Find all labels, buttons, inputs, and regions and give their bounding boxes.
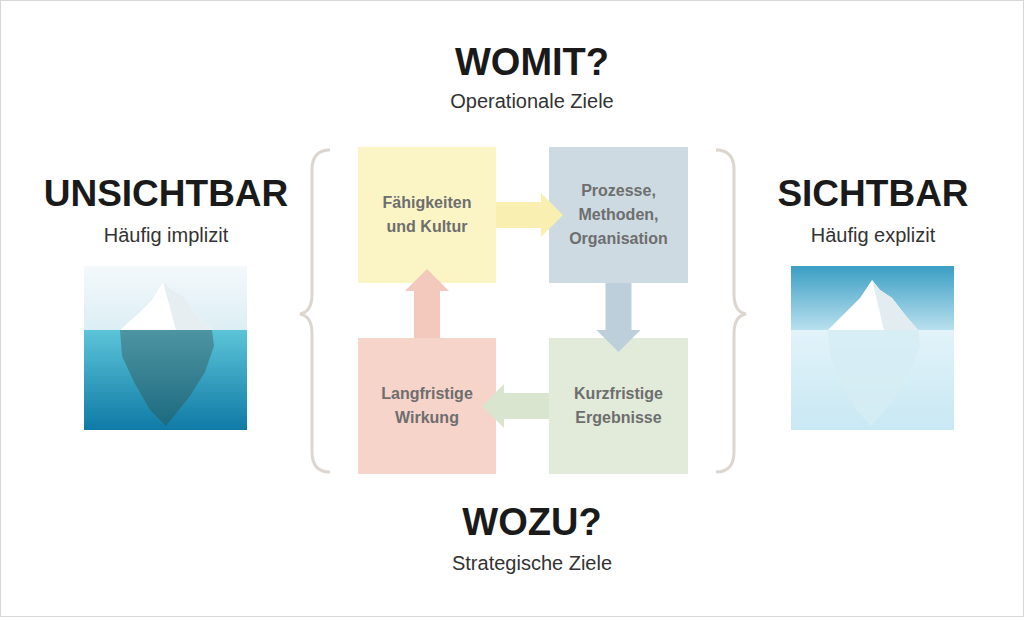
subheading: Strategische Ziele (332, 552, 732, 575)
cycle-box: Langfristige Wirkung (358, 338, 496, 474)
block-arrow (597, 283, 641, 352)
iceberg-illustration (84, 266, 247, 430)
box-label: Prozesse, Methoden, Organisation (557, 179, 680, 251)
curly-brace (716, 150, 746, 472)
side-heading: UNSICHTBAR (0, 172, 366, 215)
cycle-box: Fähigkeiten und Kultur (358, 147, 496, 283)
curly-brace (300, 150, 330, 472)
box-label: Kurzfristige Ergebnisse (557, 382, 680, 430)
box-label: Fähigkeiten und Kultur (366, 191, 488, 239)
subheading: Häufig explizit (673, 224, 1024, 247)
box-label: Langfristige Wirkung (366, 382, 488, 430)
box-text-group: Prozesse, Methoden, Organisation (557, 179, 680, 251)
box-text-group: Langfristige Wirkung (366, 382, 488, 430)
subheading: Häufig implizit (0, 224, 366, 247)
cycle-box: Kurzfristige Ergebnisse (549, 338, 688, 474)
side-heading: SICHTBAR (673, 172, 1024, 215)
question-heading: WOZU? (332, 500, 732, 544)
block-arrow (482, 384, 549, 428)
box-text-group: Kurzfristige Ergebnisse (557, 382, 680, 430)
subheading: Operationale Ziele (332, 90, 732, 113)
box-text-group: Fähigkeiten und Kultur (366, 191, 488, 239)
question-heading: WOMIT? (332, 40, 732, 84)
block-arrow (405, 269, 449, 338)
iceberg-illustration (791, 266, 954, 430)
block-arrow (496, 193, 563, 237)
cycle-box: Prozesse, Methoden, Organisation (549, 147, 688, 283)
